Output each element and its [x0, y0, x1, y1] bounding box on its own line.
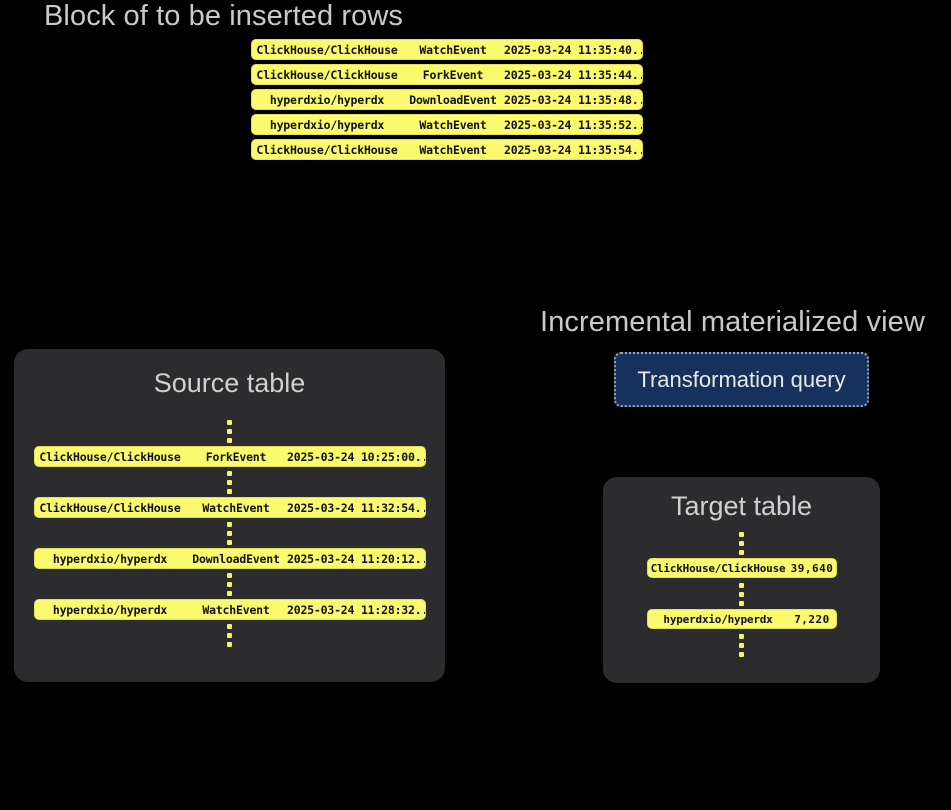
- table-row: ClickHouse/ClickHouse ForkEvent 2025-03-…: [251, 64, 643, 85]
- row-ellipsis: ...: [631, 117, 642, 132]
- table-row: hyperdxio/hyperdx DownloadEvent 2025-03-…: [251, 89, 643, 110]
- row-event: WatchEvent: [202, 602, 270, 617]
- row-ellipsis: ...: [631, 92, 642, 107]
- row-ellipsis: ...: [631, 42, 642, 57]
- row-repo: hyperdxio/hyperdx: [52, 551, 168, 566]
- row-continuation-dots: [738, 583, 744, 606]
- row-count: 7,220: [794, 612, 830, 626]
- row-event: WatchEvent: [419, 142, 487, 157]
- row-count: 39,640: [790, 561, 834, 575]
- table-row: hyperdxio/hyperdx WatchEvent 2025-03-24 …: [34, 599, 426, 620]
- row-continuation-dots: [738, 634, 744, 657]
- row-ellipsis: ...: [631, 142, 642, 157]
- row-event: DownloadEvent: [192, 551, 280, 566]
- table-row: hyperdxio/hyperdx 7,220: [647, 609, 837, 629]
- block-heading: Block of to be inserted rows: [43, 0, 404, 32]
- row-continuation-dots: [226, 471, 232, 494]
- target-table-panel: Target table ClickHouse/ClickHouse 39,64…: [603, 477, 880, 683]
- row-timestamp: 2025-03-24 10:25:00: [287, 449, 415, 464]
- source-table-panel: Source table ClickHouse/ClickHouse ForkE…: [14, 349, 445, 682]
- row-repo: ClickHouse/ClickHouse: [650, 561, 786, 575]
- row-timestamp: 2025-03-24 11:35:40: [504, 42, 632, 57]
- row-repo: ClickHouse/ClickHouse: [256, 142, 398, 157]
- insert-block-rows: ClickHouse/ClickHouse WatchEvent 2025-03…: [251, 39, 643, 164]
- row-ellipsis: ...: [414, 602, 425, 617]
- row-timestamp: 2025-03-24 11:35:48: [504, 92, 632, 107]
- row-continuation-dots: [226, 573, 232, 596]
- table-row: ClickHouse/ClickHouse ForkEvent 2025-03-…: [34, 446, 426, 467]
- row-repo: ClickHouse/ClickHouse: [256, 67, 398, 82]
- row-event: WatchEvent: [419, 42, 487, 57]
- row-continuation-dots: [226, 522, 232, 545]
- row-timestamp: 2025-03-24 11:20:12: [287, 551, 415, 566]
- materialized-view-heading: Incremental materialized view: [540, 306, 925, 338]
- table-row: ClickHouse/ClickHouse WatchEvent 2025-03…: [251, 39, 643, 60]
- row-timestamp: 2025-03-24 11:28:32: [287, 602, 415, 617]
- row-event: ForkEvent: [205, 449, 267, 464]
- row-continuation-dots: [226, 420, 232, 443]
- transformation-query-box[interactable]: Transformation query: [614, 352, 869, 407]
- source-table-title: Source table: [153, 368, 306, 398]
- table-row: hyperdxio/hyperdx DownloadEvent 2025-03-…: [34, 548, 426, 569]
- row-timestamp: 2025-03-24 11:35:44: [504, 67, 632, 82]
- table-row: ClickHouse/ClickHouse WatchEvent 2025-03…: [34, 497, 426, 518]
- row-repo: hyperdxio/hyperdx: [269, 92, 385, 107]
- row-repo: ClickHouse/ClickHouse: [39, 449, 181, 464]
- row-timestamp: 2025-03-24 11:35:54: [504, 142, 632, 157]
- row-event: ForkEvent: [422, 67, 484, 82]
- row-ellipsis: ...: [414, 449, 425, 464]
- row-event: WatchEvent: [419, 117, 487, 132]
- row-ellipsis: ...: [631, 67, 642, 82]
- row-timestamp: 2025-03-24 11:35:52: [504, 117, 632, 132]
- row-event: DownloadEvent: [409, 92, 497, 107]
- row-repo: hyperdxio/hyperdx: [269, 117, 385, 132]
- table-row: ClickHouse/ClickHouse WatchEvent 2025-03…: [251, 139, 643, 160]
- row-repo: ClickHouse/ClickHouse: [256, 42, 398, 57]
- row-ellipsis: ...: [414, 551, 425, 566]
- row-continuation-dots: [226, 624, 232, 647]
- row-continuation-dots: [738, 532, 744, 555]
- table-row: hyperdxio/hyperdx WatchEvent 2025-03-24 …: [251, 114, 643, 135]
- target-table-title: Target table: [670, 491, 813, 521]
- row-repo: hyperdxio/hyperdx: [663, 612, 773, 626]
- row-timestamp: 2025-03-24 11:32:54: [287, 500, 415, 515]
- row-ellipsis: ...: [414, 500, 425, 515]
- table-row: ClickHouse/ClickHouse 39,640: [647, 558, 837, 578]
- row-repo: ClickHouse/ClickHouse: [39, 500, 181, 515]
- row-event: WatchEvent: [202, 500, 270, 515]
- row-repo: hyperdxio/hyperdx: [52, 602, 168, 617]
